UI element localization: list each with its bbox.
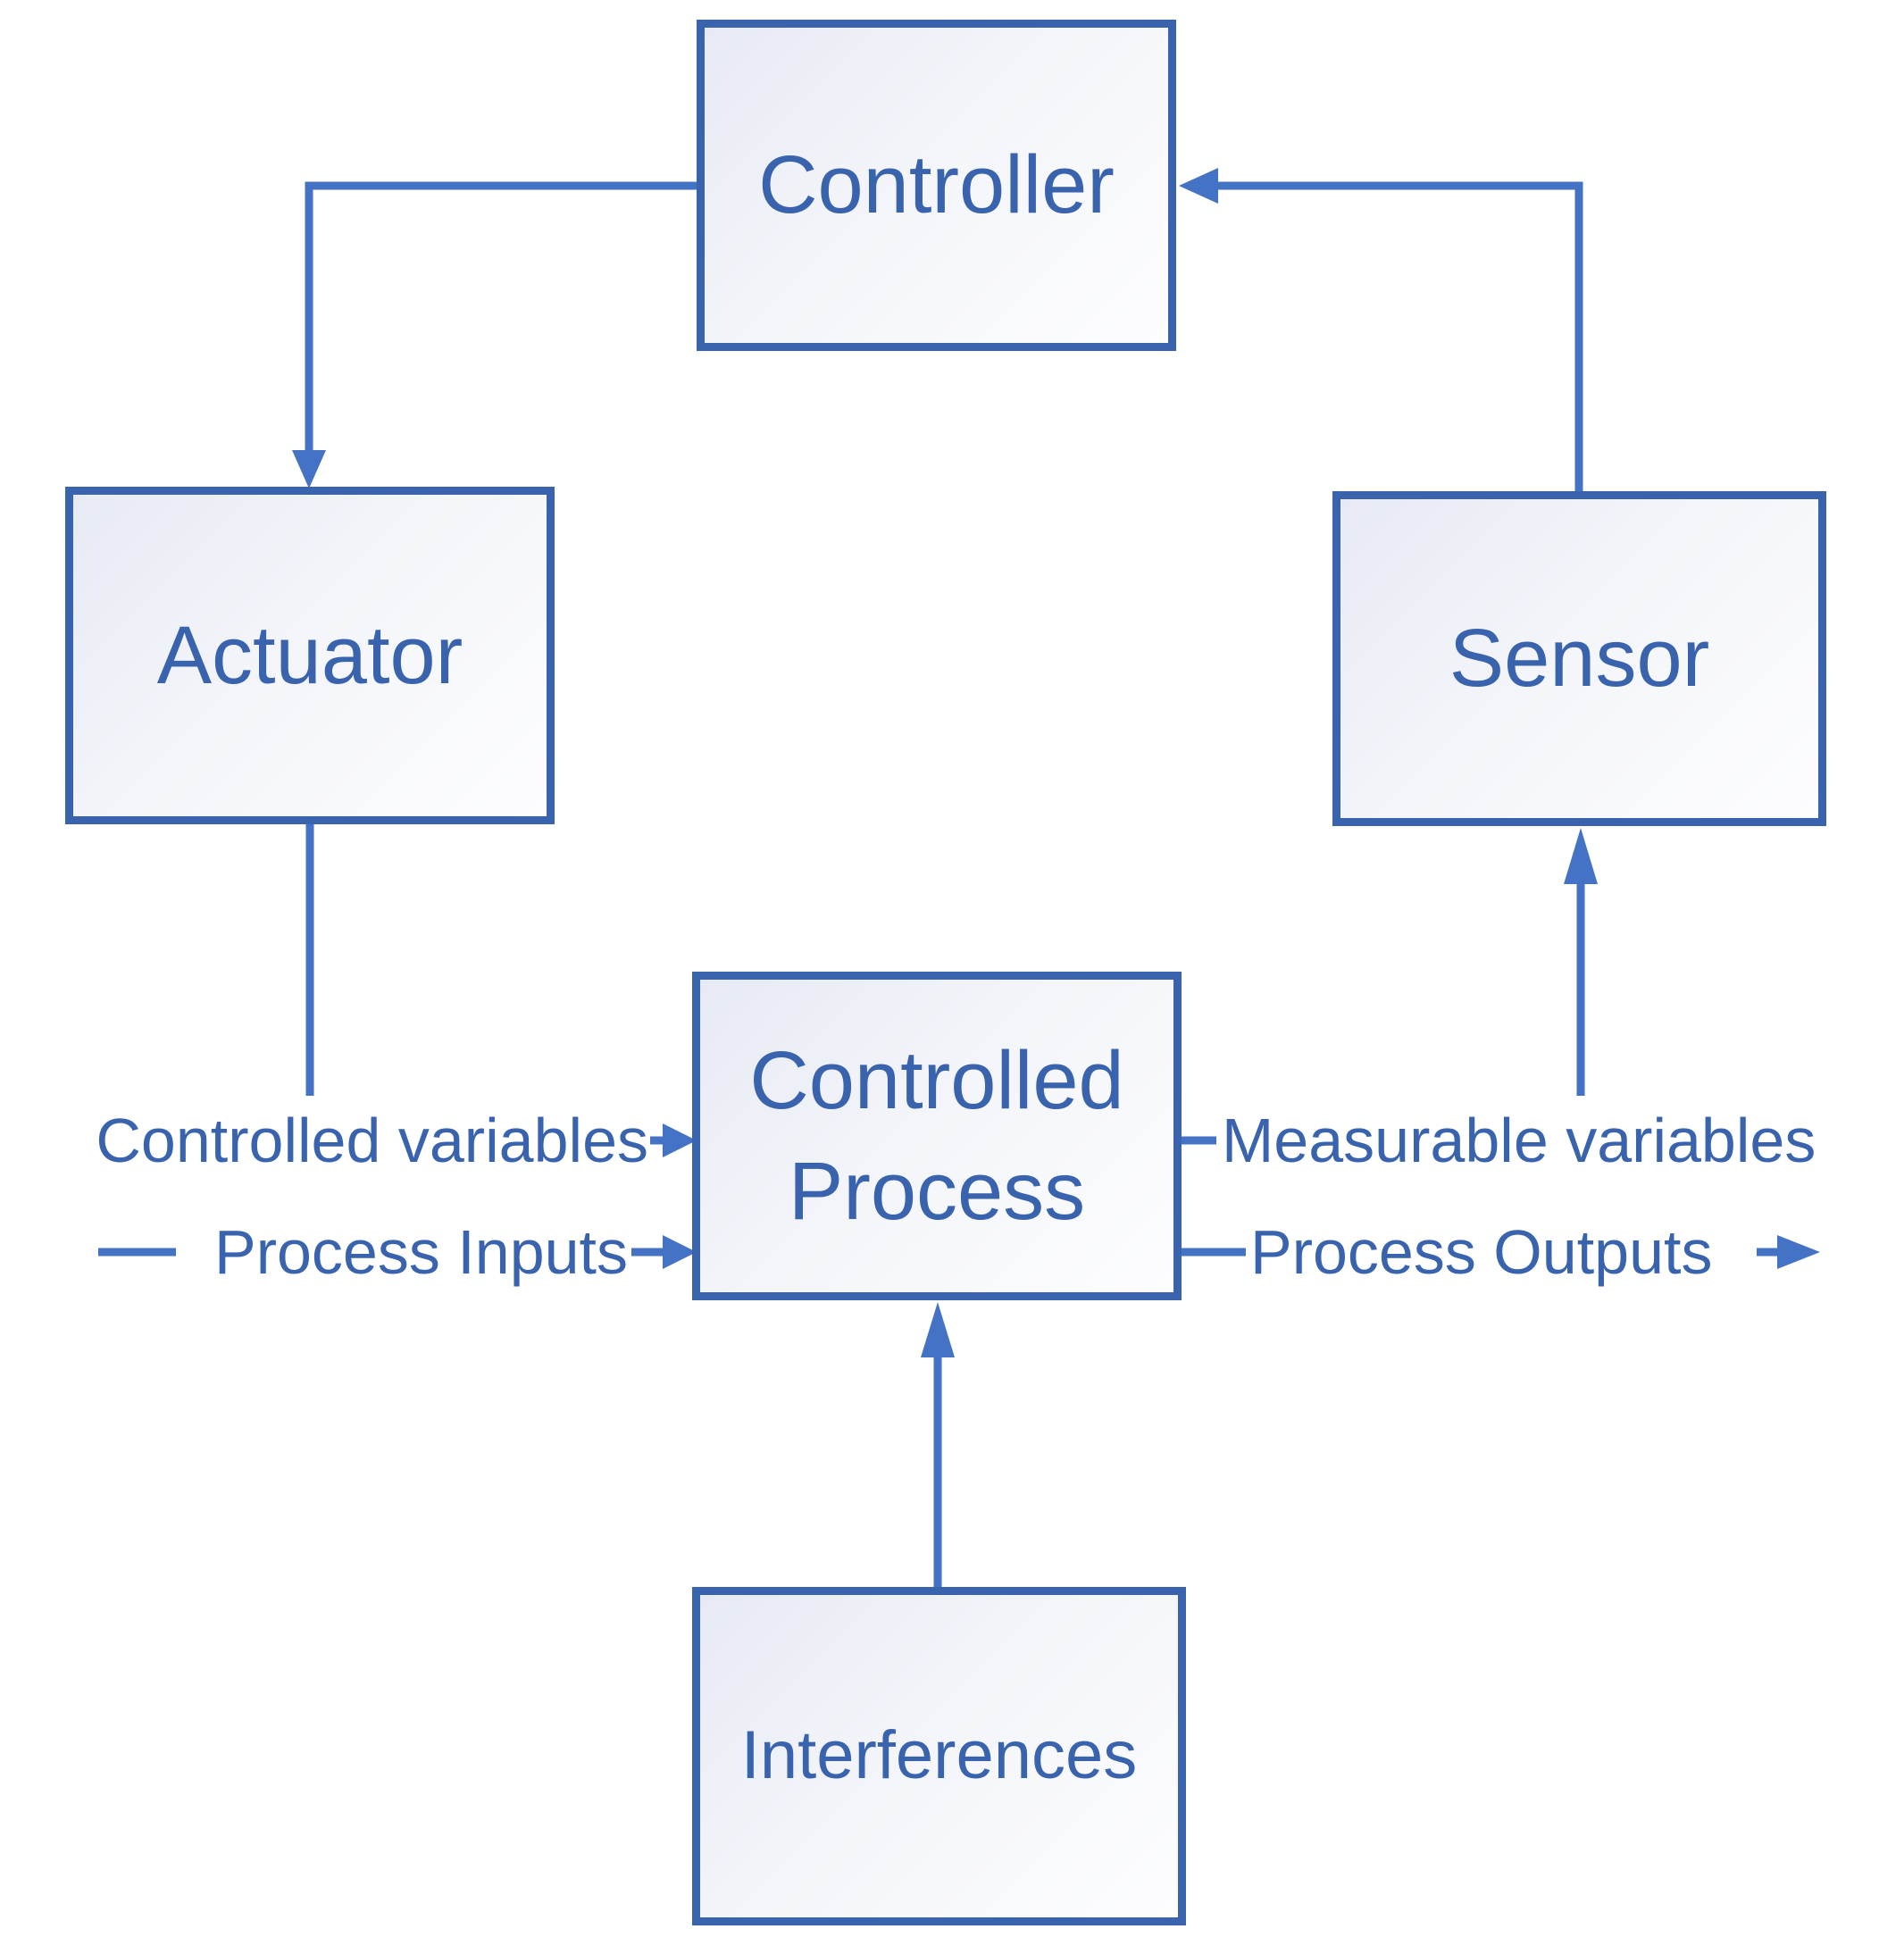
connector-controller-to-actuator: [305, 181, 697, 452]
measurable-variables-label: Measurable variables: [1222, 1106, 1816, 1175]
controller-label: Controller: [758, 139, 1115, 231]
arrowhead-into-sensor-bottom: [1564, 828, 1598, 884]
arrowhead-process-inputs-into-process: [663, 1235, 697, 1269]
controller-box: Controller: [697, 20, 1176, 351]
arrowhead-controlled-variables-into-process: [663, 1123, 697, 1157]
sensor-box: Sensor: [1332, 491, 1826, 826]
arrowhead-process-outputs-out: [1777, 1235, 1820, 1269]
arrowhead-interferences-into-process-bottom: [921, 1302, 955, 1357]
interferences-box: Interferences: [692, 1587, 1186, 1925]
controlled-process-label: Controlled Process: [749, 1034, 1124, 1237]
connector-sensor-to-controller: [1218, 181, 1583, 491]
arrowhead-into-actuator-top: [292, 450, 326, 488]
sensor-label: Sensor: [1449, 613, 1710, 705]
controlled-process-box: Controlled Process: [692, 972, 1182, 1300]
actuator-label: Actuator: [156, 609, 463, 701]
interferences-label: Interferences: [740, 1717, 1138, 1794]
actuator-box: Actuator: [65, 487, 555, 824]
arrowhead-into-controller-right: [1179, 168, 1218, 204]
process-inputs-label: Process Inputs: [214, 1217, 628, 1287]
process-outputs-label: Process Outputs: [1250, 1217, 1713, 1287]
controlled-variables-label: Controlled variables: [96, 1106, 648, 1175]
